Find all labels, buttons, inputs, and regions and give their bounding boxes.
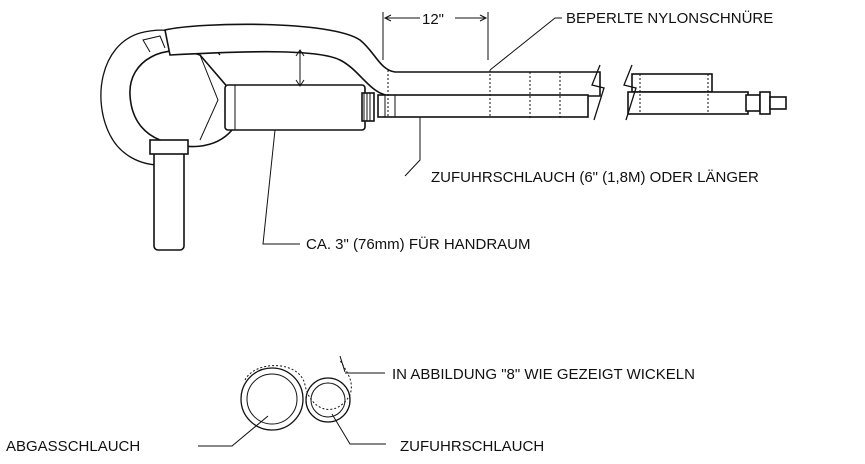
exhaust-hose-section — [240, 367, 304, 431]
hose-coupling — [745, 94, 761, 112]
dimension-12-label: 12" — [422, 11, 444, 28]
label-exhaust-hose: ABGASSCHLAUCH — [6, 438, 140, 455]
label-hand-space: CA. 3" (76mm) FÜR HANDRAUM — [306, 235, 531, 253]
leader-beaded-nylon — [489, 17, 562, 71]
label-supply-hose-length: ZUFUHRSCHLAUCH (6" (1,8M) ODER LÄNGER — [431, 169, 759, 186]
grinder-body — [224, 84, 366, 131]
label-wrap-figure8: IN ABBILDUNG "8" WIE GEZEIGT WICKELN — [392, 366, 695, 383]
figure8-cord — [244, 359, 352, 410]
leader-supply-hose — [331, 413, 386, 445]
leader-exhaust-hose — [198, 415, 269, 447]
exhaust-hose-upper — [164, 23, 601, 97]
grinder-head — [129, 50, 233, 148]
grinder-guard — [100, 32, 161, 166]
label-beaded-nylon: BEPERLTE NYLONSCHNÜRE — [566, 9, 773, 27]
supply-hose-section — [305, 377, 351, 423]
hose-cross-section — [240, 355, 352, 431]
label-supply-hose: ZUFUHRSCHLAUCH — [400, 438, 544, 455]
leader-hand-space — [262, 129, 300, 245]
leader-supply-hose-length — [404, 117, 421, 177]
dimension-12in: 12" — [382, 11, 489, 60]
supply-hose-segment — [377, 94, 589, 118]
grinder-tool — [100, 23, 787, 251]
break-mark-2 — [623, 64, 637, 121]
break-mark-1 — [591, 64, 605, 121]
side-handle — [153, 149, 185, 251]
